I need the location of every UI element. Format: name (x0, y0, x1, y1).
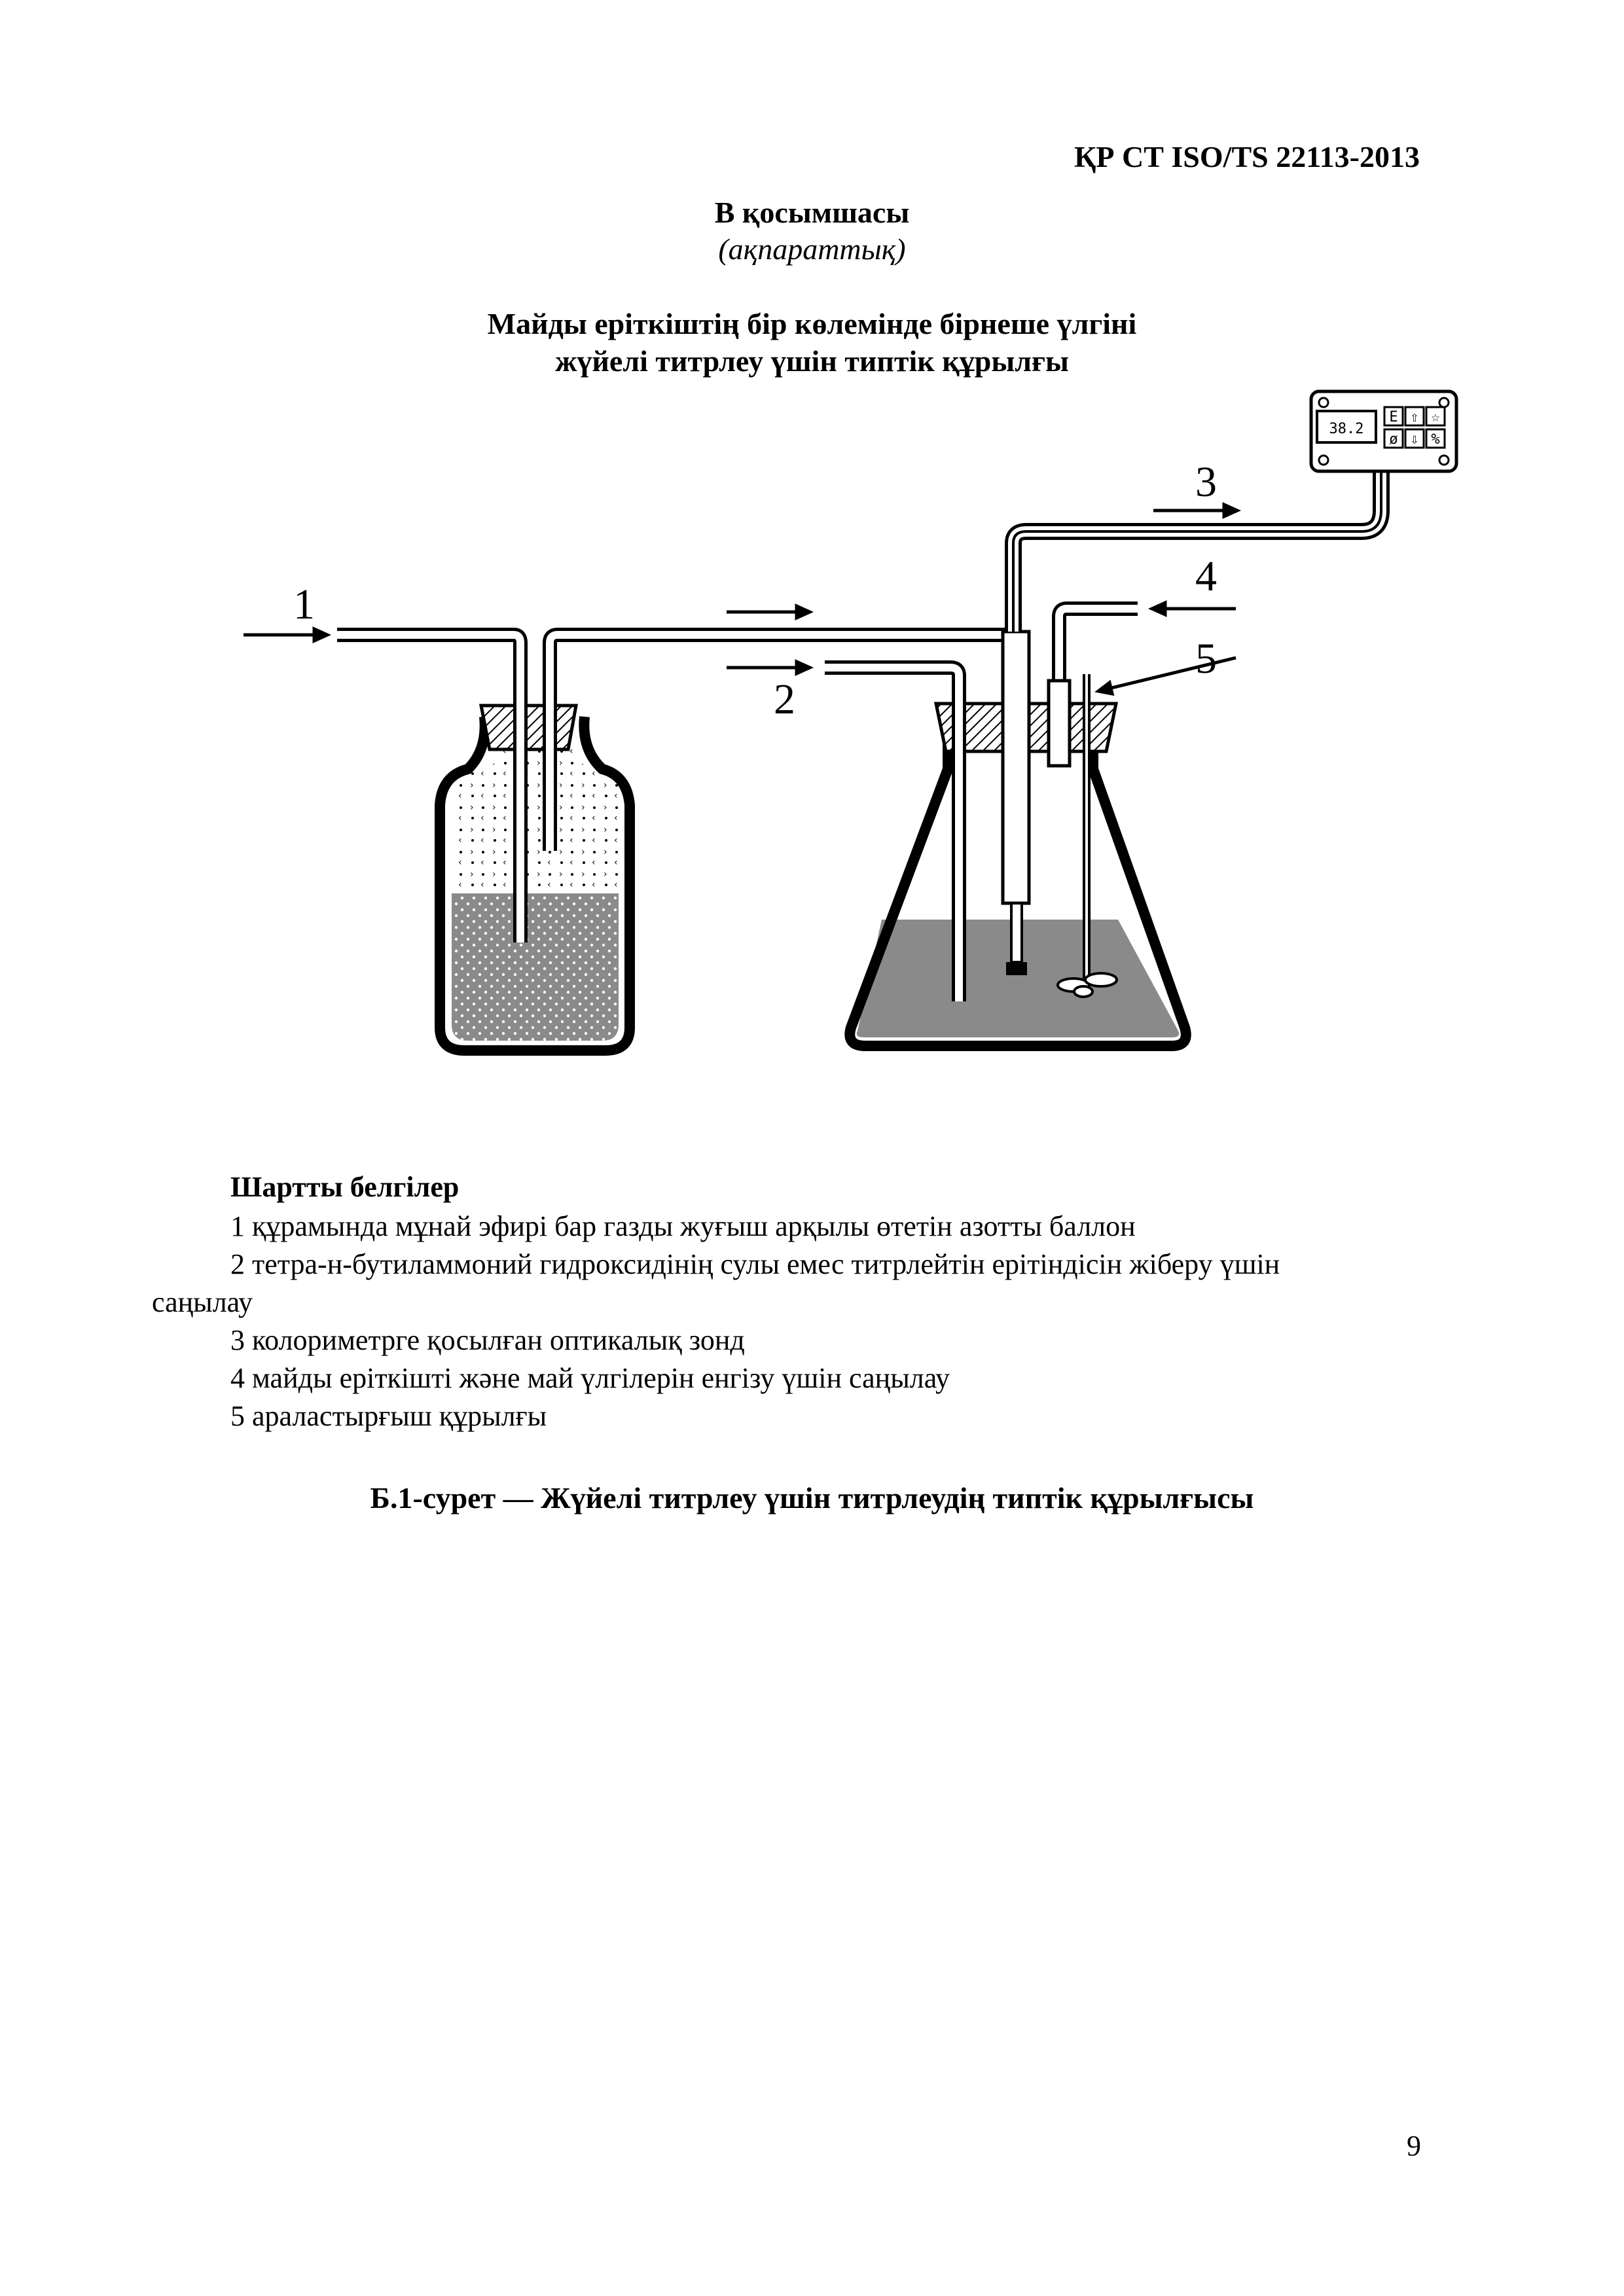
key-star: ☆ (1431, 409, 1439, 425)
label-3: 3 (1195, 458, 1217, 506)
legend-item-2-cont: саңылау (152, 1286, 253, 1318)
legend-item-3: 3 колориметрге қосылған оптикалық зонд (230, 1324, 745, 1356)
key-e: E (1389, 409, 1398, 425)
legend-heading: Шартты белгілер (230, 1171, 460, 1203)
label-2: 2 (774, 675, 795, 723)
standard-id: ҚР СТ ISO/TS 22113-2013 (1074, 140, 1420, 173)
figure-title-line2: жүйелі титрлеу үшін типтік құрылғы (555, 344, 1069, 378)
key-up: ⇧ (1410, 409, 1418, 425)
page-number: 9 (1407, 2130, 1421, 2162)
legend-item-1: 1 құрамында мұнай эфирі бар газды жуғыш … (230, 1210, 1136, 1242)
flow-arrows (244, 502, 1242, 696)
key-oslash: ø (1389, 431, 1398, 448)
key-down: ⇩ (1410, 431, 1418, 448)
figure-title-line1: Майды еріткіштің бір көлемінде бірнеше ү… (487, 307, 1137, 340)
annex-subtitle: (ақпараттық) (718, 232, 906, 266)
legend-item-5: 5 араластырғыш құрылғы (230, 1400, 547, 1432)
label-4: 4 (1195, 552, 1217, 600)
label-5: 5 (1195, 635, 1217, 683)
colorimeter: 38.2 E ⇧ ☆ ø ⇩ % (1309, 389, 1458, 473)
titration-apparatus-diagram: › ‹ (244, 389, 1458, 1056)
titration-flask (825, 471, 1390, 1051)
legend-item-4: 4 майды еріткішті және май үлгілерін енг… (230, 1362, 950, 1394)
annex-title: В қосымшасы (714, 196, 910, 229)
colorimeter-display (1316, 410, 1377, 444)
label-1: 1 (293, 581, 315, 628)
colorimeter-keypad: E ⇧ ☆ ø ⇩ % (1383, 406, 1446, 449)
legend-item-2: 2 тетра-н-бутиламмоний гидроксидінің сул… (230, 1248, 1280, 1280)
figure-caption: Б.1-сурет — Жүйелі титрлеу үшін титрлеуд… (370, 1481, 1254, 1515)
key-percent: % (1431, 431, 1439, 448)
colorimeter-display-value: 38.2 (1329, 421, 1364, 437)
